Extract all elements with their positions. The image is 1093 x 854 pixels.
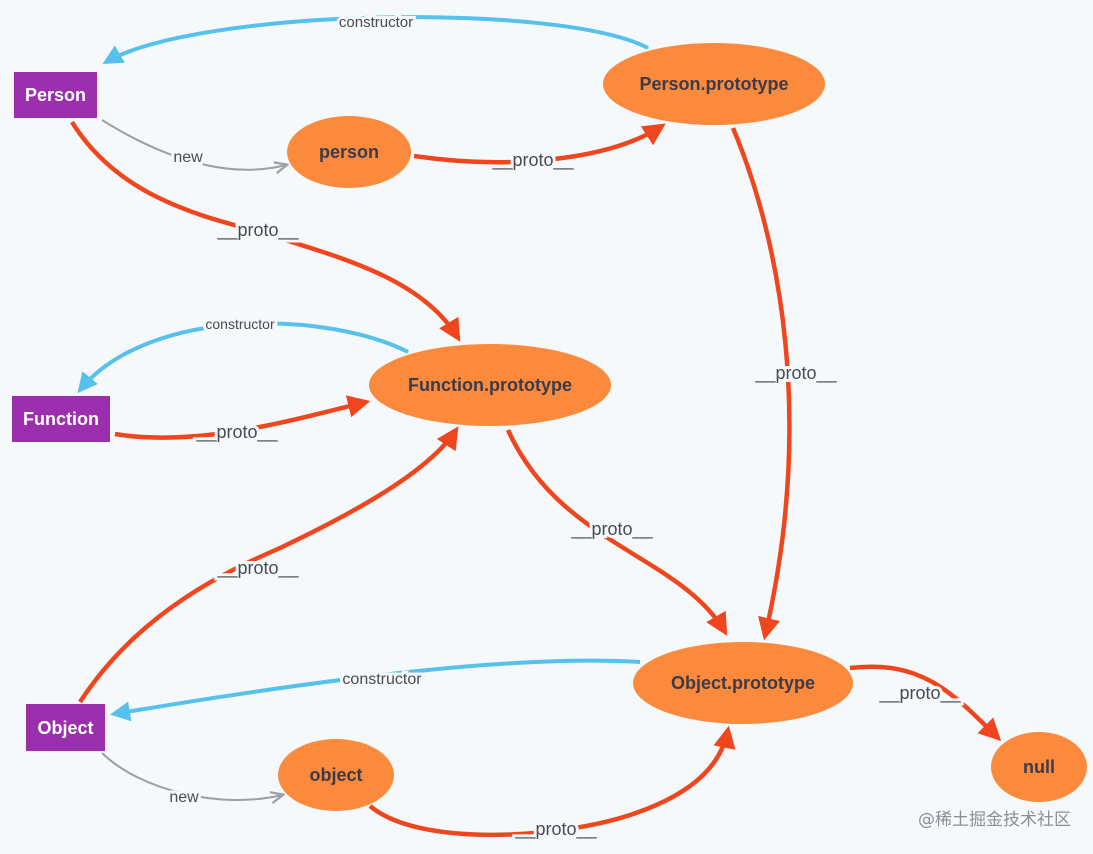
edge-object-new <box>101 752 282 800</box>
watermark: @稀土掘金技术社区 <box>918 810 1071 830</box>
edge-object-inst-proto <box>368 725 736 838</box>
label-object-fn-proto: __proto__ <box>216 558 299 579</box>
node-object-prototype: Object.prototype <box>633 642 853 724</box>
edge-function-proto-proto <box>505 429 728 636</box>
node-null: null <box>991 732 1087 802</box>
label-function-constructor: constructor <box>205 316 275 332</box>
label-function-proto-proto: __proto__ <box>570 519 653 540</box>
node-person-prototype: Person.prototype <box>603 43 825 125</box>
label-object-constructor: constructor <box>342 671 422 688</box>
node-function-function-label: Function <box>23 409 99 429</box>
node-function-function: Function <box>12 396 110 442</box>
label-object-new: new <box>169 789 199 806</box>
label-function-fn-proto: __proto__ <box>195 422 278 443</box>
label-object-proto-proto: __proto__ <box>878 683 961 704</box>
edge-labels: constructor new __proto__ __proto__ cons… <box>166 11 964 843</box>
node-person-prototype-label: Person.prototype <box>639 74 788 94</box>
label-person-new: new <box>173 149 203 166</box>
node-object-instance: object <box>278 739 394 811</box>
label-person-fn-proto: __proto__ <box>216 220 299 241</box>
node-null-label: null <box>1023 757 1055 777</box>
label-person-inst-proto: __proto__ <box>491 150 574 171</box>
node-object-function-label: Object <box>37 718 93 738</box>
edge-function-constructor <box>77 321 409 394</box>
label-object-inst-proto: __proto__ <box>514 819 597 840</box>
node-person-instance: person <box>287 116 411 188</box>
edge-object-constructor <box>110 658 641 722</box>
edge-person-proto-proto <box>730 127 792 641</box>
edge-person-constructor <box>102 15 649 64</box>
node-object-instance-label: object <box>309 765 362 785</box>
label-person-constructor: constructor <box>339 14 413 31</box>
node-person-function: Person <box>14 72 97 118</box>
edge-person-new <box>101 119 286 170</box>
node-function-prototype-label: Function.prototype <box>408 375 572 395</box>
edge-object-fn-proto <box>78 426 459 704</box>
edge-person-fn-proto <box>70 120 461 342</box>
edge-object-proto-proto <box>849 664 1002 742</box>
node-object-prototype-label: Object.prototype <box>671 673 815 693</box>
node-person-instance-label: person <box>319 142 379 162</box>
node-object-function: Object <box>26 704 105 751</box>
edge-function-fn-proto <box>114 395 371 440</box>
edge-person-inst-proto <box>413 123 666 165</box>
label-person-proto-proto: __proto__ <box>754 363 837 384</box>
node-person-function-label: Person <box>25 85 86 105</box>
node-function-prototype: Function.prototype <box>369 344 611 426</box>
